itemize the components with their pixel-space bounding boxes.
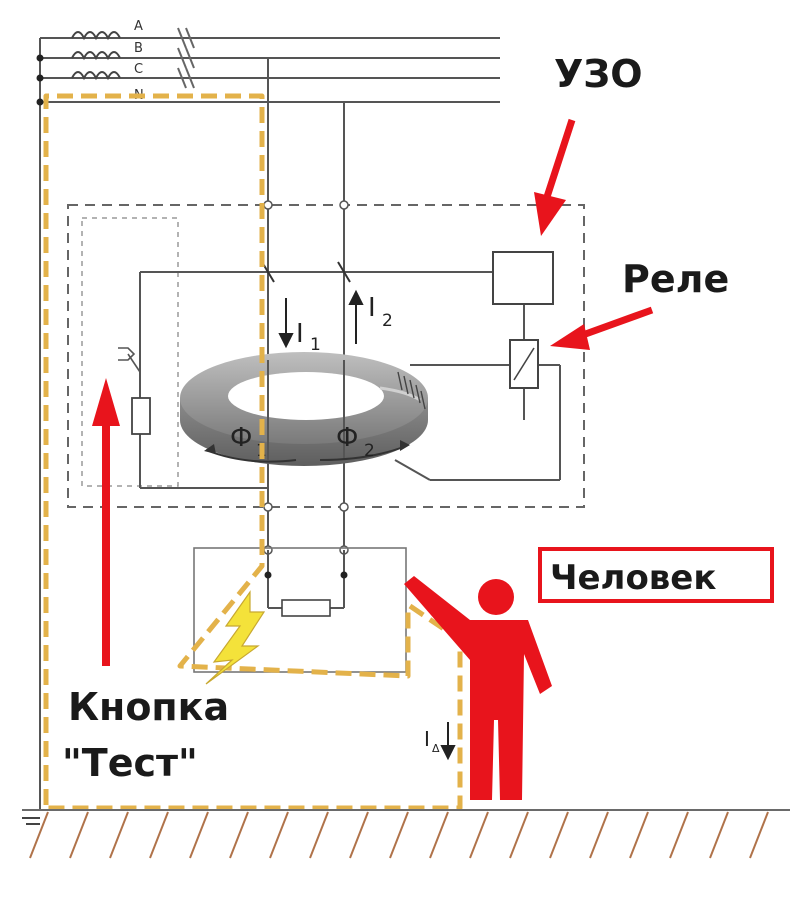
leakage-path xyxy=(43,93,463,811)
test-button-label-line2: "Тест" xyxy=(62,741,198,785)
relay-coil-mark xyxy=(513,347,535,381)
current-label-leak-sub: Δ xyxy=(432,742,440,755)
test-button-label-line1: Кнопка xyxy=(68,685,229,729)
person-icon xyxy=(404,576,552,800)
current-label-i2-sub: 2 xyxy=(382,311,393,331)
current-label-i2: I xyxy=(368,293,376,323)
test-resistor xyxy=(131,397,151,435)
supply-nodes xyxy=(36,54,44,106)
person-label: Человек xyxy=(550,558,716,598)
flux-label-2-sub: 2 xyxy=(364,441,375,461)
load-node-right xyxy=(340,571,348,579)
flux-label-2: Ф xyxy=(336,423,358,453)
annotation-arrows xyxy=(92,118,654,666)
toroid-ring xyxy=(180,352,428,466)
current-label-i1-sub: 1 xyxy=(310,335,321,355)
current-labels: I 1 I 2 I Δ xyxy=(296,293,440,755)
test-button-symbol xyxy=(118,347,141,373)
flux-label-1: Ф xyxy=(230,423,252,453)
phase-label-b: B xyxy=(134,41,143,56)
ground-symbol xyxy=(22,817,40,825)
current-label-i1: I xyxy=(296,319,304,349)
person-label-box xyxy=(538,547,774,603)
current-arrows xyxy=(278,289,456,761)
load-node-left xyxy=(264,571,272,579)
relay-label: Реле xyxy=(622,257,729,301)
internal-wiring xyxy=(139,58,561,550)
spark-icon xyxy=(205,590,266,685)
supply-lines xyxy=(39,27,500,810)
rcd-trip-mechanism xyxy=(492,251,554,305)
current-label-leak: I xyxy=(424,727,430,751)
rcd-housing xyxy=(67,204,585,508)
load-resistor xyxy=(281,599,331,617)
rcd-label: УЗО xyxy=(554,52,643,96)
phase-label-c: C xyxy=(134,62,143,77)
test-circuit-box xyxy=(81,217,179,487)
load-wiring xyxy=(267,550,345,609)
phase-labels: A B C N xyxy=(134,19,144,103)
phase-label-a: A xyxy=(134,19,143,34)
ground-hatch xyxy=(22,809,790,859)
